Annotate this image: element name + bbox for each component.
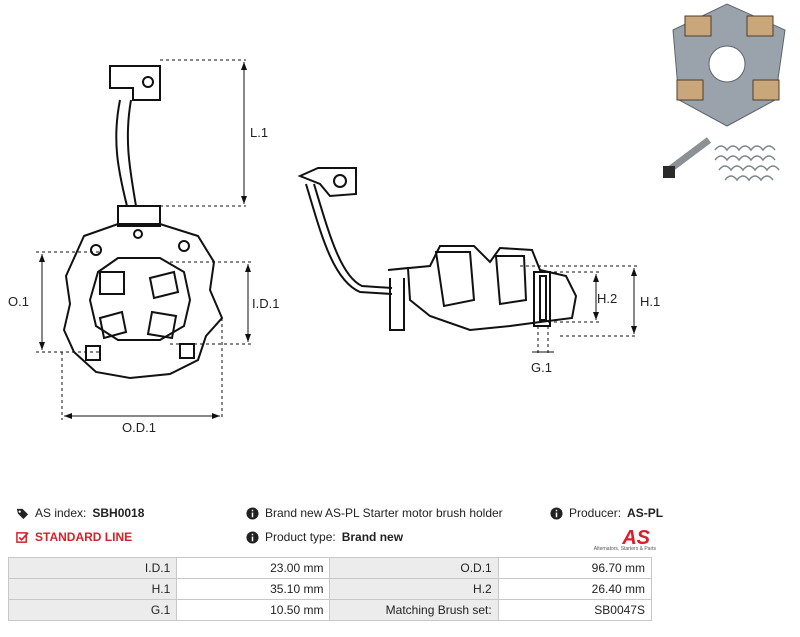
table-row: G.1 10.50 mm Matching Brush set: SB0047S — [7, 599, 653, 621]
producer-row: Producer: AS-PL — [550, 506, 663, 520]
product-description: Brand new AS-PL Starter motor brush hold… — [265, 506, 503, 520]
spec-table: I.D.1 23.00 mm O.D.1 96.70 mm H.1 35.10 … — [7, 557, 653, 621]
svg-text:AS: AS — [621, 527, 650, 549]
spec-label: Matching Brush set: — [329, 599, 499, 621]
info-icon — [550, 506, 563, 520]
info-icon — [246, 530, 259, 544]
spec-value: 23.00 mm — [176, 557, 331, 579]
dim-label-g1: G.1 — [531, 360, 552, 375]
spec-value: 10.50 mm — [176, 599, 331, 621]
dim-label-l1: L.1 — [250, 125, 268, 140]
as-index-value: SBH0018 — [92, 506, 145, 520]
terminal-tab — [109, 65, 161, 101]
spec-label: G.1 — [7, 599, 178, 621]
brush-plate-side — [387, 245, 578, 332]
as-index-row: AS index: SBH0018 — [16, 506, 144, 520]
spec-value: SB0047S — [497, 599, 653, 621]
as-pl-logo: AS — [621, 527, 650, 549]
technical-drawing: L.1 O.1 I.D.1 O.D.1 H.1 H.2 G.1 — [8, 59, 660, 435]
logo-tagline: Alternators, Starters & Parts — [593, 546, 656, 552]
as-index-label: AS index: — [35, 506, 87, 520]
dim-label-h2: H.2 — [597, 291, 617, 306]
spec-value: 35.10 mm — [176, 578, 331, 600]
table-row: I.D.1 23.00 mm O.D.1 96.70 mm — [7, 557, 653, 579]
product-type-value: Brand new — [341, 530, 404, 544]
product-photo — [655, 0, 800, 190]
spec-value: 26.40 mm — [497, 578, 653, 600]
product-type-row: Product type: Brand new — [246, 530, 403, 544]
brush-plate-front — [62, 223, 224, 380]
spec-label: O.D.1 — [329, 557, 499, 579]
terminal-tab-side — [297, 167, 357, 198]
dim-label-od1: O.D.1 — [122, 420, 156, 435]
standard-line-label: STANDARD LINE — [35, 530, 133, 544]
producer-label: Producer: — [569, 506, 622, 520]
spec-value: 96.70 mm — [497, 557, 653, 579]
checkbox-checked-icon — [16, 531, 29, 543]
tag-icon — [16, 508, 29, 519]
dim-label-id1: I.D.1 — [252, 296, 279, 311]
standard-line-row: STANDARD LINE — [16, 530, 132, 544]
spec-label: H.1 — [7, 578, 178, 600]
producer-value: AS-PL — [627, 506, 664, 520]
info-icon — [246, 506, 259, 520]
lead-wire — [115, 99, 137, 207]
spec-label: H.2 — [329, 578, 499, 600]
product-type-label: Product type: — [265, 530, 336, 544]
dim-label-h1: H.1 — [640, 294, 660, 309]
spec-label: I.D.1 — [7, 557, 178, 579]
table-row: H.1 35.10 mm H.2 26.40 mm — [7, 578, 653, 600]
dim-label-o1: O.1 — [8, 294, 29, 309]
description-row: Brand new AS-PL Starter motor brush hold… — [246, 506, 503, 520]
lead-wire-side — [305, 183, 393, 295]
